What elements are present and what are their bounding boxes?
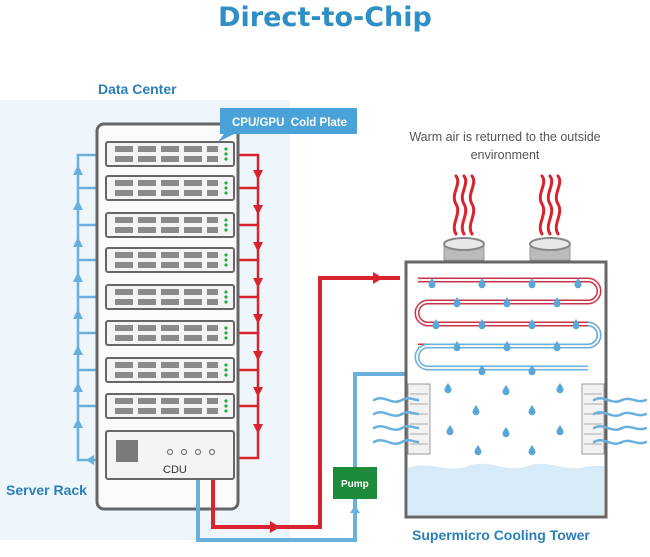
cold-plate-callout: CPU/GPU Cold Plate bbox=[218, 108, 357, 142]
server-rack-label: Server Rack bbox=[6, 482, 87, 498]
pump: Pump bbox=[333, 467, 377, 499]
cdu-label: CDU bbox=[163, 464, 187, 476]
diagram-title: Direct-to-Chip bbox=[218, 2, 432, 33]
hot-water-line bbox=[211, 276, 400, 529]
cold-plate-label: CPU/GPU Cold Plate bbox=[232, 117, 347, 129]
airflow-right bbox=[592, 397, 648, 445]
server-unit bbox=[105, 247, 235, 273]
server-unit bbox=[105, 141, 235, 167]
cool-water-loop bbox=[196, 372, 408, 542]
cooling-tower bbox=[404, 237, 608, 519]
cooling-tower-label: Supermicro Cooling Tower bbox=[412, 527, 590, 543]
server-unit bbox=[105, 320, 235, 346]
server-unit bbox=[105, 357, 235, 383]
server-unit bbox=[105, 175, 235, 201]
cdu-display bbox=[116, 440, 138, 462]
pump-label: Pump bbox=[341, 479, 369, 490]
server-rack: CDU bbox=[95, 122, 240, 511]
heat-waves-icon bbox=[452, 174, 562, 236]
server-unit bbox=[105, 284, 235, 310]
server-unit bbox=[105, 393, 235, 419]
warm-air-caption: Warm air is returned to the outside envi… bbox=[409, 130, 601, 162]
data-center-label: Data Center bbox=[98, 81, 177, 97]
airflow-left bbox=[372, 396, 420, 445]
server-unit bbox=[105, 212, 235, 238]
